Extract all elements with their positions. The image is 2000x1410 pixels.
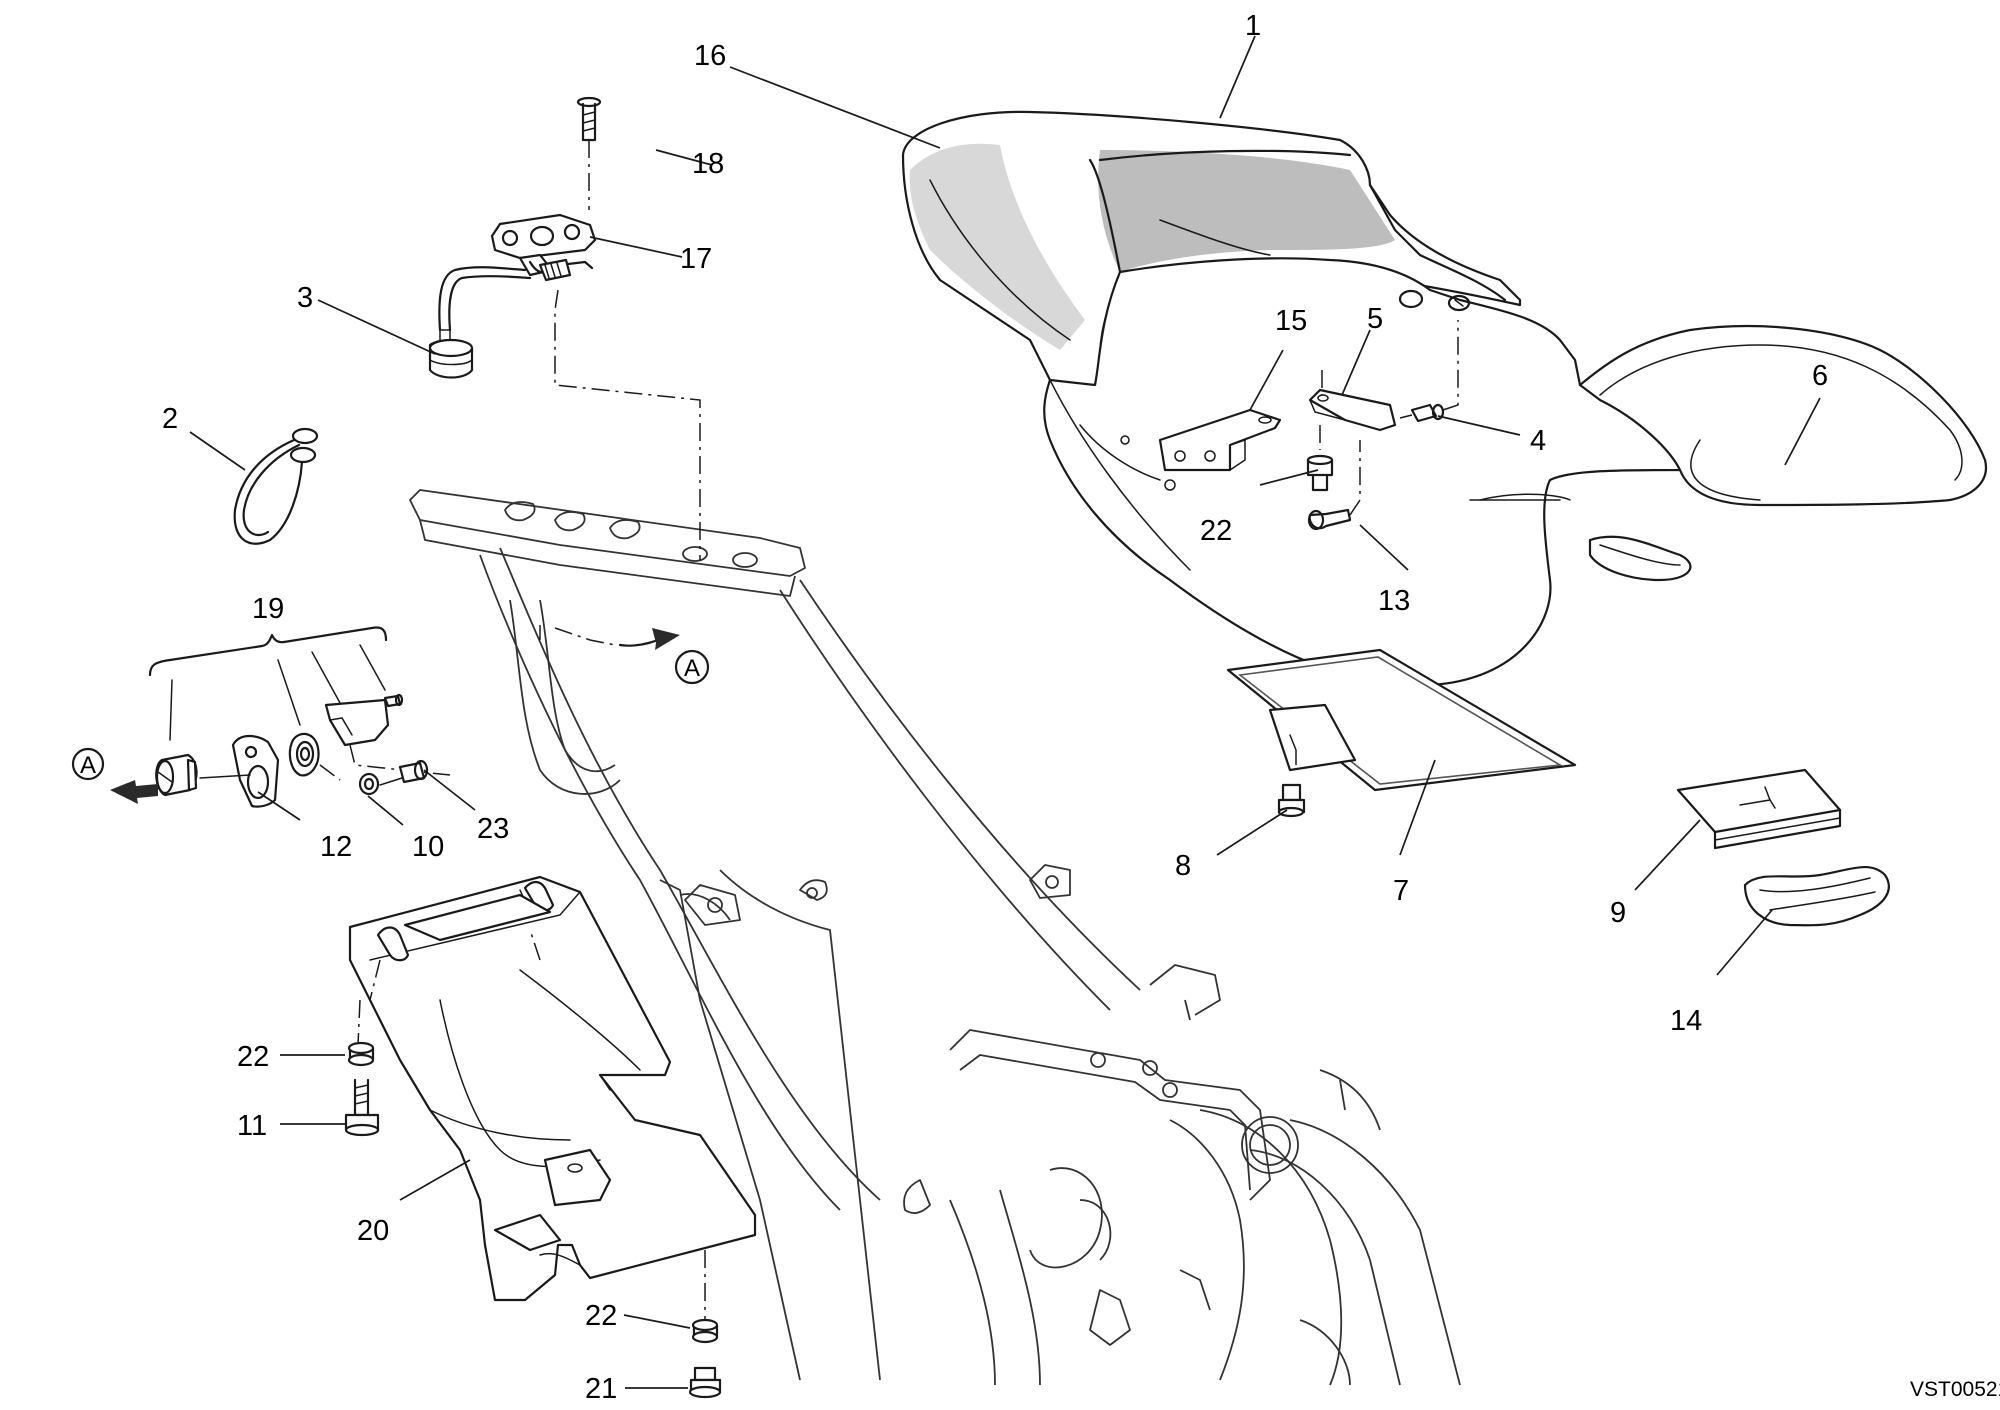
part-23-screw — [1306, 425, 1334, 492]
part-13-screw — [1307, 440, 1361, 531]
part-7-plate — [1226, 648, 1577, 792]
callout-10: 10 — [412, 831, 444, 863]
callout-21: 21 — [585, 1373, 617, 1405]
section-a-arrows — [71, 625, 710, 804]
callout-2: 2 — [162, 403, 178, 435]
part-18-screw — [576, 96, 602, 210]
callout-12: 12 — [320, 831, 352, 863]
section-marker-left: A — [80, 752, 96, 779]
callout-9: 9 — [1610, 897, 1626, 929]
part-3-grommet — [428, 338, 474, 379]
callout-14: 14 — [1670, 1005, 1702, 1037]
callout-19: 19 — [252, 593, 284, 625]
callout-16: 16 — [694, 40, 726, 72]
rear-subframe — [409, 489, 1461, 1386]
callout-8: 8 — [1175, 850, 1191, 882]
callout-20: 20 — [357, 1215, 389, 1247]
callout-3: 3 — [297, 282, 313, 314]
callout-1: 1 — [1245, 10, 1261, 42]
callout-23: 22 — [1200, 515, 1232, 547]
part-19-lock-group — [148, 626, 451, 808]
seat-assembly — [901, 110, 1988, 687]
part-22-washer-left — [347, 1041, 375, 1067]
callout-11: 11 — [237, 1110, 267, 1142]
part-11-bolt — [344, 1078, 380, 1137]
callout-18: 18 — [692, 148, 724, 180]
callout-22-right: 22 — [585, 1300, 617, 1332]
part-4-bolt — [1399, 320, 1459, 423]
part-8-screw — [1277, 783, 1306, 818]
part-21-nut — [688, 1366, 722, 1399]
part-15-bracket — [1158, 408, 1282, 472]
callout-labels: 1 16 18 17 3 2 15 5 6 4 22 13 8 7 9 14 1… — [162, 10, 1828, 1405]
callout-13: 13 — [1378, 585, 1410, 617]
callout-7: 7 — [1393, 875, 1409, 907]
callout-6: 6 — [1812, 360, 1828, 392]
callout-4: 4 — [1530, 425, 1546, 457]
callout-5: 5 — [1367, 303, 1383, 335]
part-9-booklet — [1676, 768, 1842, 850]
part-20-undertray — [348, 875, 757, 1340]
callout-24: 23 — [477, 813, 509, 845]
part-14-pouch — [1743, 866, 1890, 927]
callout-17: 17 — [680, 243, 712, 275]
drawing-code: VST00521 — [1910, 1378, 2000, 1401]
part-22-washer-right — [691, 1318, 719, 1344]
callout-22-left: 22 — [237, 1041, 269, 1073]
part-2-cable — [233, 427, 319, 545]
callout-15: 15 — [1275, 305, 1307, 337]
section-marker-right: A — [684, 655, 700, 682]
part-17-seat-lock — [438, 213, 701, 560]
leader-lines — [189, 35, 1821, 1389]
part-5-bracket — [1308, 370, 1397, 432]
